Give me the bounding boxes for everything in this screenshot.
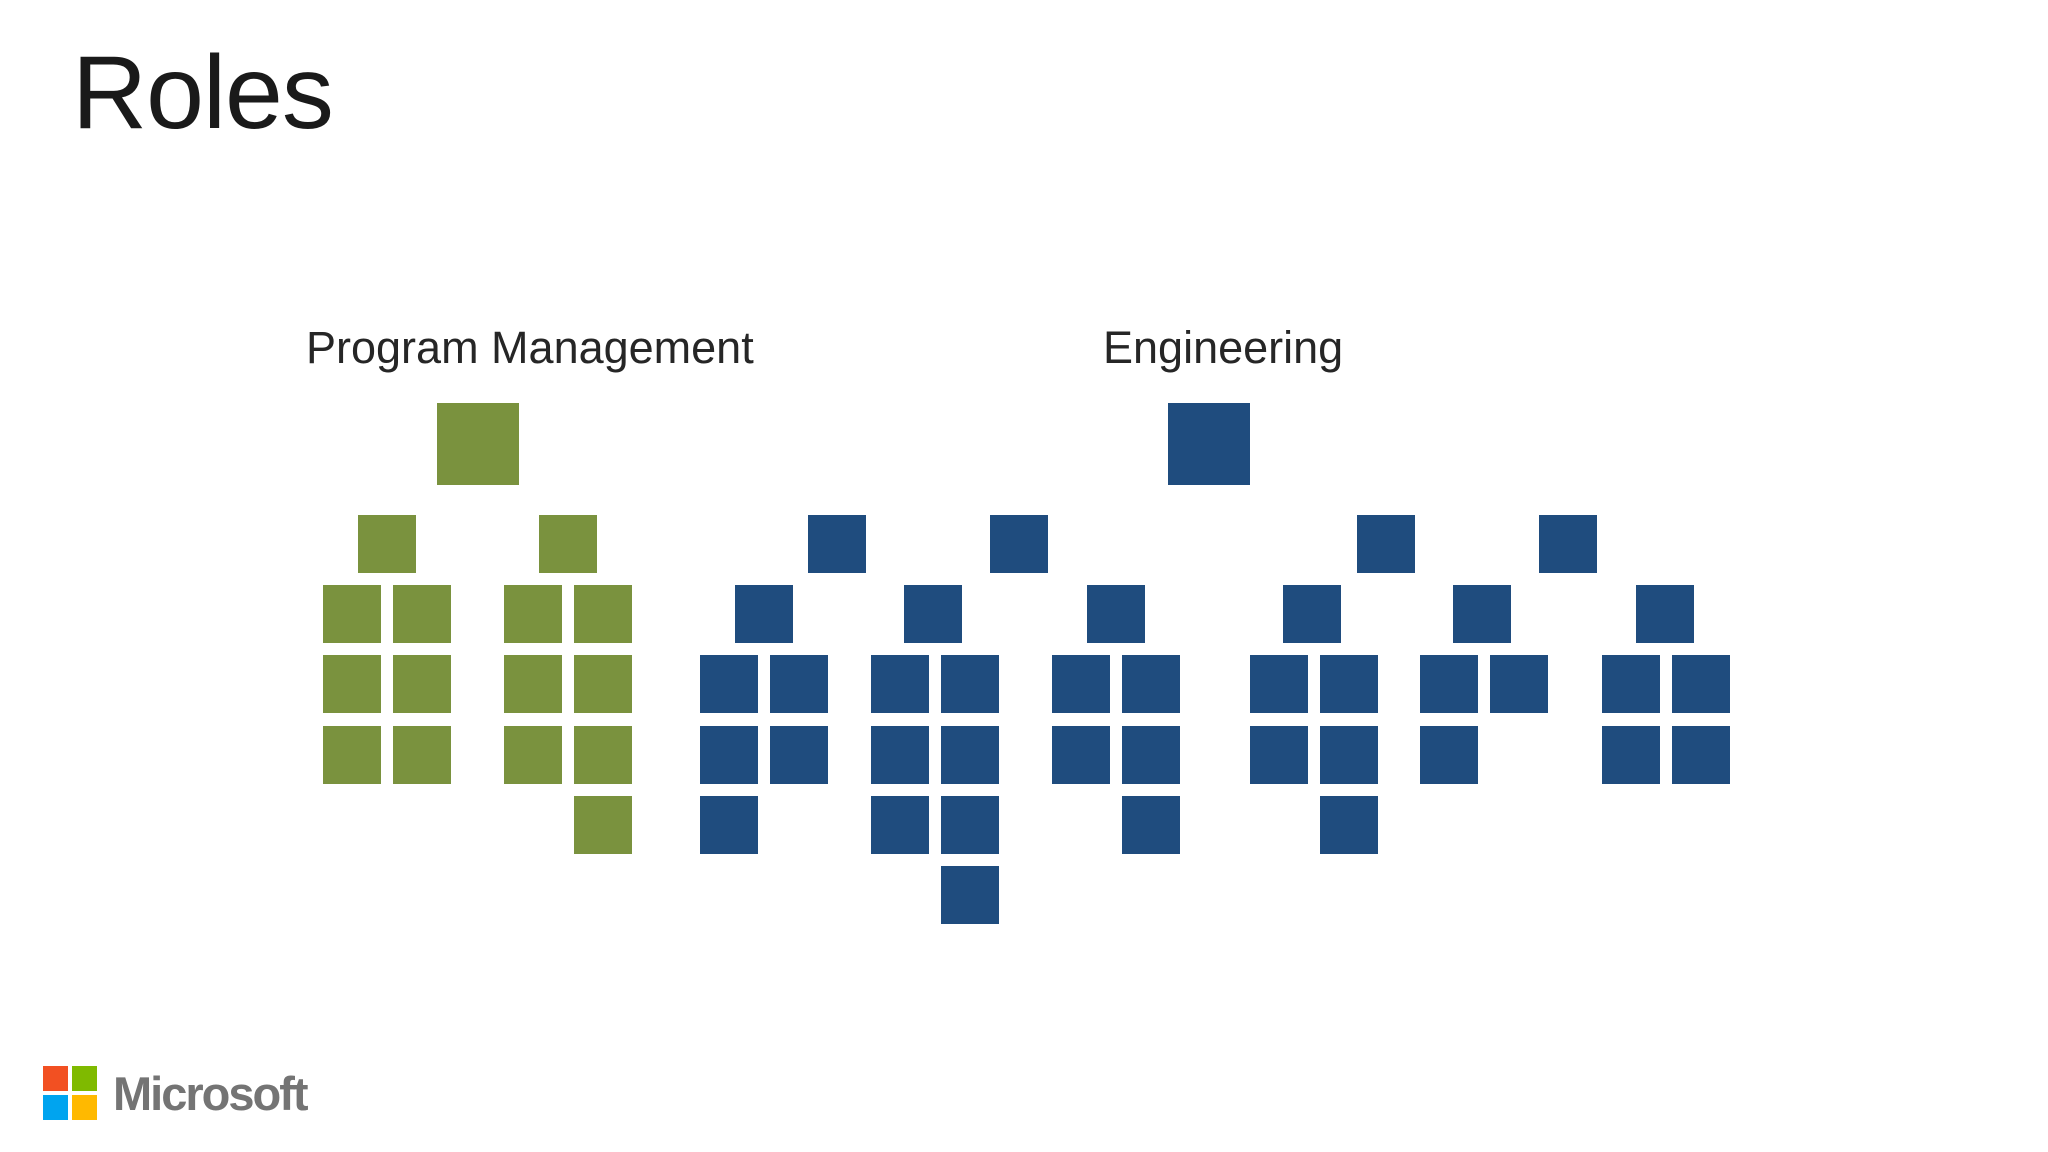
microsoft-wordmark: Microsoft	[113, 1066, 308, 1120]
engineering-square	[941, 866, 999, 924]
program-management-square	[323, 726, 381, 784]
engineering-square	[941, 655, 999, 713]
engineering-square	[1122, 726, 1180, 784]
logo-tile-yellow-icon	[72, 1095, 97, 1120]
microsoft-logo-tiles-icon	[43, 1066, 97, 1120]
engineering-square	[700, 726, 758, 784]
engineering-square	[808, 515, 866, 573]
logo-tile-blue-icon	[43, 1095, 68, 1120]
program-management-square	[574, 796, 632, 854]
engineering-square	[904, 585, 962, 643]
engineering-square	[1420, 655, 1478, 713]
engineering-square	[1122, 655, 1180, 713]
engineering-square	[1602, 726, 1660, 784]
engineering-square	[1052, 655, 1110, 713]
engineering-square	[1250, 655, 1308, 713]
engineering-square	[700, 796, 758, 854]
slide-title: Roles	[72, 35, 334, 151]
engineering-square	[700, 655, 758, 713]
engineering-square	[1122, 796, 1180, 854]
logo-tile-red-icon	[43, 1066, 68, 1091]
engineering-square	[770, 726, 828, 784]
engineering-square	[735, 585, 793, 643]
program-management-square	[393, 726, 451, 784]
engineering-square	[941, 796, 999, 854]
engineering-square	[1250, 726, 1308, 784]
engineering-square	[1636, 585, 1694, 643]
engineering-square	[1420, 726, 1478, 784]
engineering-square	[871, 726, 929, 784]
group-label-program-management: Program Management	[306, 322, 754, 373]
program-management-square	[437, 403, 519, 485]
program-management-square	[504, 655, 562, 713]
engineering-square	[1087, 585, 1145, 643]
engineering-square	[1320, 726, 1378, 784]
engineering-square	[941, 726, 999, 784]
program-management-square	[574, 726, 632, 784]
engineering-square	[1672, 726, 1730, 784]
engineering-square	[871, 655, 929, 713]
program-management-square	[574, 655, 632, 713]
microsoft-logo: Microsoft	[43, 1066, 308, 1120]
engineering-square	[1283, 585, 1341, 643]
program-management-square	[393, 585, 451, 643]
engineering-square	[1320, 796, 1378, 854]
engineering-square	[1453, 585, 1511, 643]
program-management-square	[393, 655, 451, 713]
engineering-square	[1672, 655, 1730, 713]
program-management-square	[504, 726, 562, 784]
engineering-square	[1052, 726, 1110, 784]
engineering-square	[1490, 655, 1548, 713]
engineering-square	[1168, 403, 1250, 485]
engineering-square	[871, 796, 929, 854]
engineering-square	[1602, 655, 1660, 713]
engineering-square	[1539, 515, 1597, 573]
program-management-square	[323, 585, 381, 643]
engineering-square	[990, 515, 1048, 573]
engineering-square	[1320, 655, 1378, 713]
engineering-square	[770, 655, 828, 713]
program-management-square	[504, 585, 562, 643]
engineering-square	[1357, 515, 1415, 573]
program-management-square	[358, 515, 416, 573]
group-label-engineering: Engineering	[1103, 322, 1344, 373]
program-management-square	[539, 515, 597, 573]
program-management-square	[574, 585, 632, 643]
logo-tile-green-icon	[72, 1066, 97, 1091]
program-management-square	[323, 655, 381, 713]
